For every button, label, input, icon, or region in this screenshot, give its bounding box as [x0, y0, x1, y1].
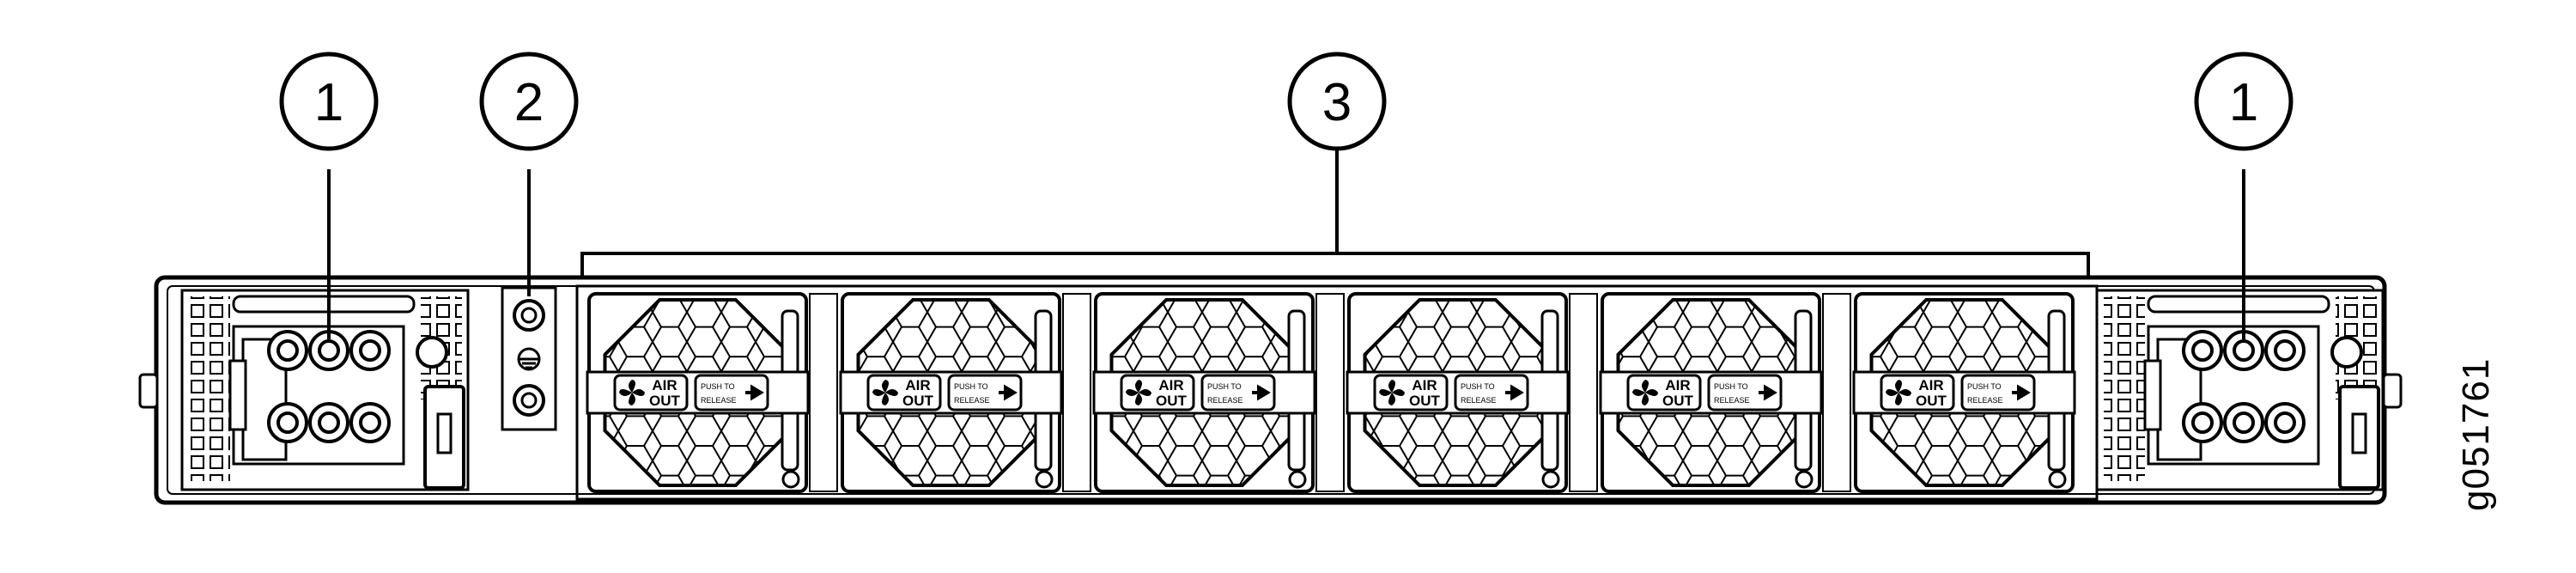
- push-label: PUSH TO: [954, 382, 988, 391]
- psu-left-led: [416, 336, 448, 369]
- fan-icon: [619, 380, 645, 405]
- fan-screw: [2048, 470, 2067, 489]
- air-label: AIR: [905, 377, 930, 393]
- release-label: RELEASE: [1714, 396, 1750, 405]
- fan-screw: [1035, 470, 1054, 489]
- fan-screw: [781, 470, 800, 489]
- push-label: PUSH TO: [1714, 382, 1748, 391]
- callout-2-label: 2: [514, 73, 544, 132]
- fan-icon: [1126, 380, 1151, 405]
- callout-1-right-label: 1: [2229, 73, 2258, 132]
- callout-1-right: 1: [2194, 52, 2293, 151]
- fan-divider: [809, 293, 838, 492]
- power-supply-left: [180, 289, 470, 491]
- out-label: OUT: [1662, 393, 1694, 409]
- fan-divider: [1569, 293, 1598, 492]
- left-rack-ear: [138, 373, 159, 409]
- psu-left-connectors: [267, 330, 391, 443]
- release-label: RELEASE: [1461, 396, 1497, 405]
- callout-1-left: 1: [279, 52, 379, 151]
- fan-divider: [1062, 293, 1091, 492]
- air-label: AIR: [652, 377, 677, 393]
- release-label: RELEASE: [1967, 396, 2003, 405]
- arrow-right-icon: [1759, 384, 1777, 401]
- arrow-right-icon: [999, 384, 1018, 401]
- air-label: AIR: [1158, 377, 1183, 393]
- fan-icon: [1886, 380, 1911, 405]
- fan-icon: [1379, 380, 1405, 405]
- push-release-label-box[interactable]: [947, 374, 1023, 411]
- out-label: OUT: [1156, 393, 1188, 409]
- out-label: OUT: [1409, 393, 1441, 409]
- air-label: AIR: [1665, 377, 1690, 393]
- psu-right-led: [2330, 336, 2363, 369]
- arrow-right-icon: [1252, 384, 1271, 401]
- callout-3-label: 3: [1322, 73, 1352, 132]
- arrow-right-icon: [2012, 384, 2031, 401]
- arrow-right-icon: [1505, 384, 1524, 401]
- callout-3: 3: [1287, 52, 1387, 151]
- out-label: OUT: [902, 393, 934, 409]
- out-label: OUT: [649, 393, 681, 409]
- fan-divider: [1315, 293, 1345, 492]
- fan-screw: [1795, 470, 1814, 489]
- psu-right-connectors: [2182, 330, 2306, 443]
- callout-leaders: [327, 137, 2245, 339]
- power-supply-right: [2095, 289, 2385, 491]
- push-release-label-box[interactable]: [1200, 374, 1276, 411]
- release-label: RELEASE: [954, 396, 990, 405]
- push-label: PUSH TO: [701, 382, 735, 391]
- fan-screw: [1288, 470, 1307, 489]
- push-label: PUSH TO: [1967, 382, 2002, 391]
- callout-2: 2: [479, 52, 579, 151]
- push-label: PUSH TO: [1461, 382, 1495, 391]
- push-release-label-box[interactable]: [1454, 374, 1529, 411]
- release-label: RELEASE: [701, 396, 737, 405]
- grounding-point: [501, 286, 557, 431]
- push-label: PUSH TO: [1207, 382, 1242, 391]
- callout-1-left-label: 1: [314, 73, 343, 132]
- air-label: AIR: [1918, 377, 1943, 393]
- push-release-label-box[interactable]: [1960, 374, 2036, 411]
- arrow-right-icon: [745, 384, 764, 401]
- push-release-label-box[interactable]: [1707, 374, 1783, 411]
- release-label: RELEASE: [1207, 396, 1243, 405]
- figure-id: g051761: [2455, 358, 2497, 511]
- fan-divider: [1822, 293, 1851, 492]
- right-rack-ear: [2382, 373, 2403, 409]
- fan-icon: [872, 380, 898, 405]
- push-release-label-box[interactable]: [694, 374, 769, 411]
- air-label: AIR: [1412, 377, 1437, 393]
- out-label: OUT: [1916, 393, 1947, 409]
- fan-icon: [1632, 380, 1658, 405]
- fan-screw: [1541, 470, 1560, 489]
